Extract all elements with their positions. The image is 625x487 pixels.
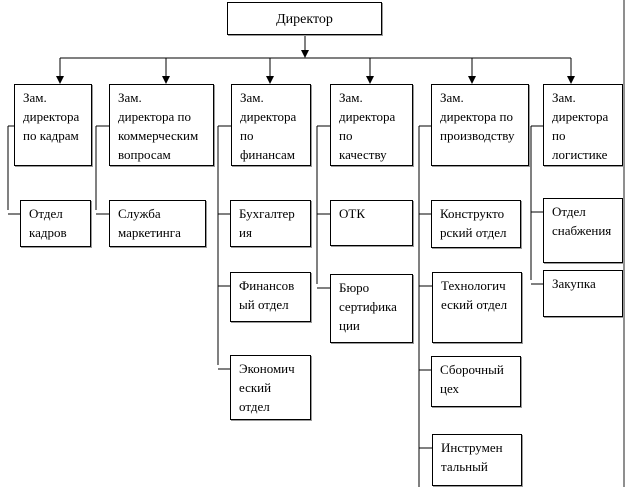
page-edge bbox=[623, 0, 625, 487]
dept-box-finance-3: Экономич еский отдел bbox=[230, 355, 311, 420]
deputy-box-6: Зам. директора по логистике bbox=[543, 84, 623, 166]
dept-box-finance-2-label: Финансов ый отдел bbox=[239, 278, 295, 312]
dept-box-production-3: Сборочный цех bbox=[431, 356, 521, 407]
dept-box-production-4-label: Инструмен тальный bbox=[441, 440, 503, 474]
deputy-box-1: Зам. директора по кадрам bbox=[14, 84, 92, 166]
dept-box-quality-2: Бюро сертифика ции bbox=[330, 274, 413, 343]
deputy-box-1-label: Зам. директора по кадрам bbox=[23, 90, 80, 143]
dept-box-quality-1: ОТК bbox=[330, 200, 413, 246]
deputy-box-3-label: Зам. директора по финансам bbox=[240, 90, 297, 162]
dept-box-hr-1: Отдел кадров bbox=[20, 200, 91, 247]
dept-box-finance-2: Финансов ый отдел bbox=[230, 272, 311, 322]
deputy-box-5: Зам. директора по производству bbox=[431, 84, 529, 166]
deputy-box-4-label: Зам. директора по качеству bbox=[339, 90, 396, 162]
dept-box-logistics-1-label: Отдел снабжения bbox=[552, 204, 612, 238]
dept-box-logistics-1: Отдел снабжения bbox=[543, 198, 623, 263]
dept-box-finance-1-label: Бухгалтер ия bbox=[239, 206, 295, 240]
dept-box-production-1: Конструкто рский отдел bbox=[431, 200, 521, 248]
dept-box-finance-1: Бухгалтер ия bbox=[230, 200, 311, 247]
deputy-box-2: Зам. директора по коммерческим вопросам bbox=[109, 84, 214, 166]
director-box: Директор bbox=[227, 2, 382, 35]
dept-box-quality-1-label: ОТК bbox=[339, 206, 365, 221]
dept-box-hr-1-label: Отдел кадров bbox=[29, 206, 67, 240]
deputy-box-4: Зам. директора по качеству bbox=[330, 84, 413, 166]
dept-box-quality-2-label: Бюро сертифика ции bbox=[339, 280, 397, 333]
dept-box-production-2-label: Технологич еский отдел bbox=[441, 278, 508, 312]
dept-box-finance-3-label: Экономич еский отдел bbox=[239, 361, 295, 414]
dept-box-production-4: Инструмен тальный bbox=[432, 434, 522, 486]
dept-box-commerce-1: Служба маркетинга bbox=[109, 200, 206, 247]
dept-box-production-2: Технологич еский отдел bbox=[432, 272, 522, 343]
dept-box-logistics-2: Закупка bbox=[543, 270, 623, 317]
dept-box-production-3-label: Сборочный цех bbox=[440, 362, 504, 396]
deputy-box-6-label: Зам. директора по логистике bbox=[552, 90, 609, 162]
deputy-box-5-label: Зам. директора по производству bbox=[440, 90, 515, 143]
director-box-label: Директор bbox=[276, 12, 333, 27]
deputy-box-3: Зам. директора по финансам bbox=[231, 84, 311, 166]
dept-box-production-1-label: Конструкто рский отдел bbox=[440, 206, 507, 240]
deputy-box-2-label: Зам. директора по коммерческим вопросам bbox=[118, 90, 199, 162]
dept-box-commerce-1-label: Служба маркетинга bbox=[118, 206, 181, 240]
dept-box-logistics-2-label: Закупка bbox=[552, 276, 596, 291]
